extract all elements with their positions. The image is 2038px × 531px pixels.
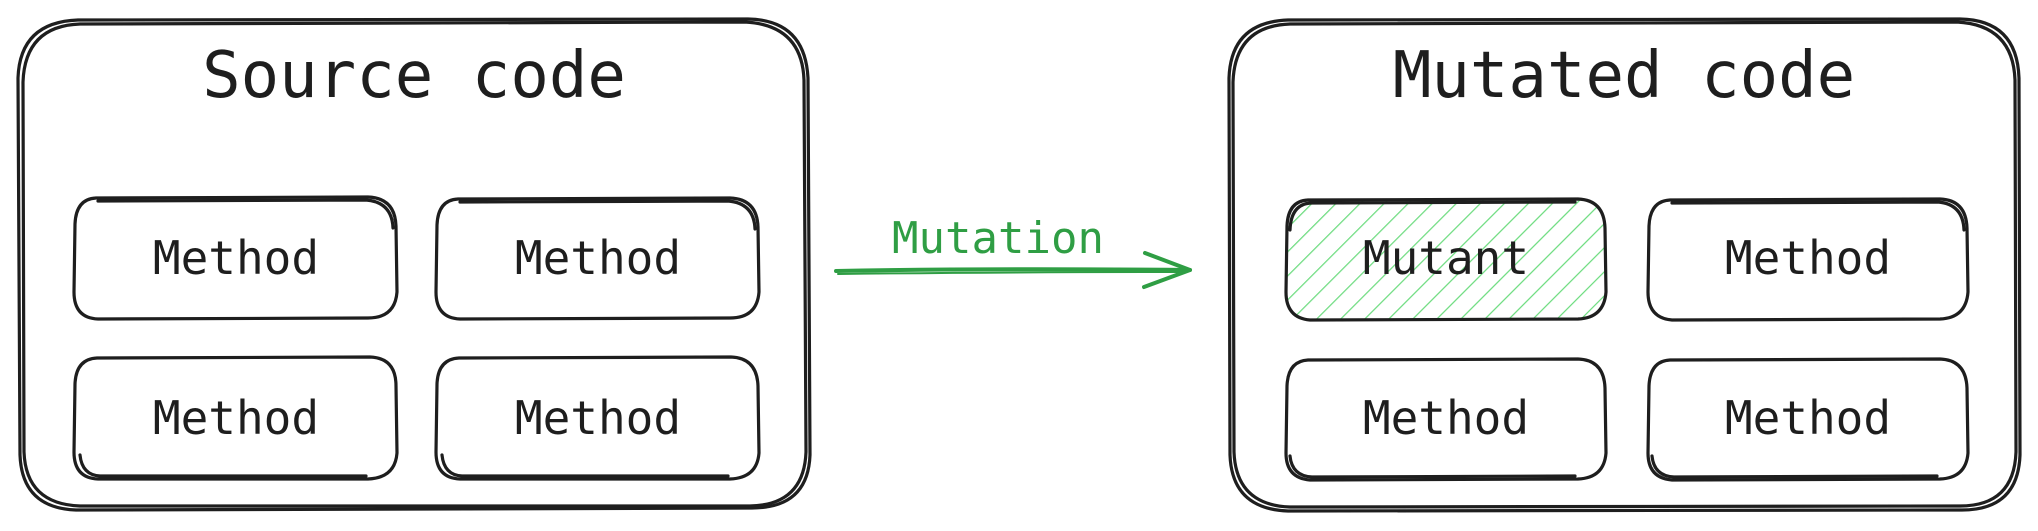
source-method-box: Method: [72, 355, 399, 481]
mutated-method-box: Method: [1646, 197, 1970, 322]
method-label: Method: [515, 391, 681, 445]
source-method-box: Method: [72, 195, 399, 321]
mutant-label: Mutant: [1363, 231, 1529, 285]
source-method-box: Method: [434, 196, 761, 321]
mutation-label: Mutation: [892, 213, 1104, 264]
source-code-title: Source code: [202, 39, 626, 113]
mutant-hatch-fill: [1286, 199, 1606, 320]
source-code-container: Source code Method Method Method Method: [16, 17, 812, 512]
arrow-head: [1142, 251, 1192, 289]
mutated-code-title: Mutated code: [1393, 39, 1855, 113]
arrow-shaft: [834, 267, 1192, 273]
arrow-shaft-stroke: [837, 271, 1187, 275]
mutated-method-box: Method: [1646, 357, 1970, 482]
mutated-code-container: Mutated code Mutant Method Method Method: [1227, 17, 2022, 513]
method-label: Method: [1363, 391, 1529, 445]
method-label: Method: [1725, 391, 1891, 445]
method-label: Method: [1725, 231, 1891, 285]
mutated-method-box: Method: [1284, 357, 1608, 482]
mutation-arrow: Mutation: [834, 213, 1192, 289]
mutant-box: Mutant: [1284, 197, 1608, 322]
method-label: Method: [153, 391, 319, 445]
method-label: Method: [515, 231, 681, 285]
method-label: Method: [153, 231, 319, 285]
source-method-box: Method: [434, 355, 761, 481]
